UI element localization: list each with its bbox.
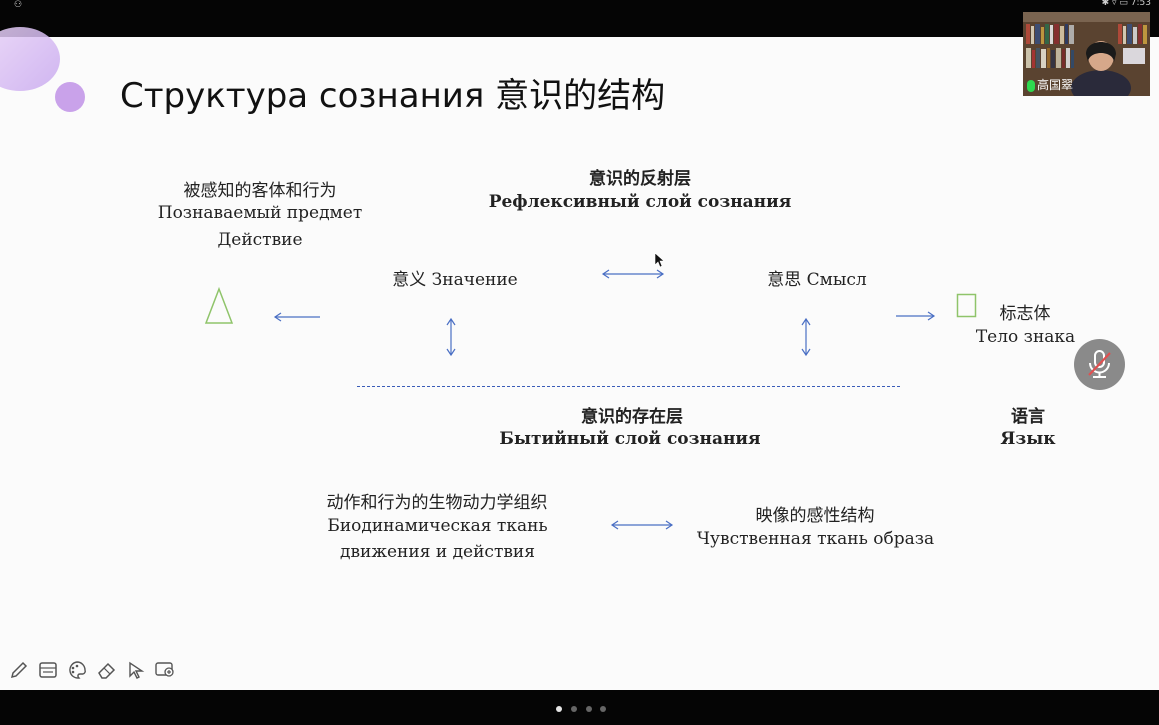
page-dot-3[interactable]	[586, 706, 592, 712]
double-arrow-icon	[610, 520, 674, 530]
palette-icon[interactable]	[66, 659, 88, 681]
perceived-object-ru: Познаваемый предмет	[157, 203, 363, 223]
status-left-icons: ⚇	[14, 0, 23, 10]
sign-body-cn: 标志体	[999, 304, 1051, 324]
language-ru: Язык	[1000, 429, 1056, 449]
participant-name: 高国翠	[1037, 78, 1074, 92]
participant-video[interactable]: 高国翠	[1023, 12, 1150, 96]
page-dot-4[interactable]	[600, 706, 606, 712]
sensory-cn: 映像的感性结构	[755, 506, 875, 526]
perceived-object-cn: 被感知的客体和行为	[183, 181, 337, 201]
reflexive-layer-cn: 意识的反射层	[589, 169, 691, 189]
decor-blob-small	[55, 82, 85, 112]
vertical-double-arrow-icon	[801, 317, 811, 357]
meaning-label: 意义 Значение	[392, 270, 518, 290]
pencil-icon[interactable]	[8, 659, 30, 681]
status-right-info: ✱ ▿ ▭ 7:53	[1101, 0, 1151, 8]
arrow-right-icon	[896, 311, 936, 321]
bottom-bar	[0, 690, 1159, 725]
triangle-icon	[204, 286, 234, 324]
whiteboard-icon[interactable]	[37, 659, 59, 681]
status-bar: ⚇ ✱ ▿ ▭ 7:53	[0, 0, 1159, 37]
eraser-icon[interactable]	[96, 659, 118, 681]
mute-button[interactable]	[1074, 339, 1125, 390]
arrow-left-icon	[273, 312, 320, 322]
video-feed	[1023, 12, 1150, 96]
sign-body-ru: Тело знака	[975, 327, 1076, 347]
existential-layer-ru: Бытийный слой сознания	[499, 429, 761, 449]
mic-active-icon	[1027, 80, 1035, 92]
vertical-double-arrow-icon	[446, 317, 456, 357]
existential-layer-cn: 意识的存在层	[581, 407, 683, 427]
biodynamic-ru-2: движения и действия	[339, 542, 535, 562]
slide-title: Структура сознания 意识的结构	[120, 76, 666, 116]
action-ru: Действие	[217, 230, 303, 250]
sense-label: 意思 Смысл	[767, 270, 867, 290]
page-dot-1[interactable]	[556, 706, 562, 712]
page-dot-2[interactable]	[571, 706, 577, 712]
reflexive-layer-ru: Рефлексивный слой сознания	[488, 192, 792, 212]
mouse-cursor-icon	[654, 252, 665, 268]
pointer-icon[interactable]	[125, 659, 147, 681]
decor-blob	[0, 27, 60, 91]
layer-divider	[357, 386, 900, 387]
biodynamic-cn: 动作和行为的生物动力学组织	[326, 493, 548, 513]
sensory-ru: Чувственная ткань образа	[696, 529, 935, 549]
double-arrow-icon	[601, 269, 665, 279]
language-cn: 语言	[1011, 407, 1045, 427]
biodynamic-ru-1: Биодинамическая ткань	[327, 516, 548, 536]
square-icon	[956, 293, 977, 318]
presentation-slide: Структура сознания 意识的结构 意识的反射层 Рефлекси…	[0, 27, 1159, 690]
screen-share-icon[interactable]	[154, 659, 176, 681]
mic-muted-icon	[1088, 350, 1111, 378]
